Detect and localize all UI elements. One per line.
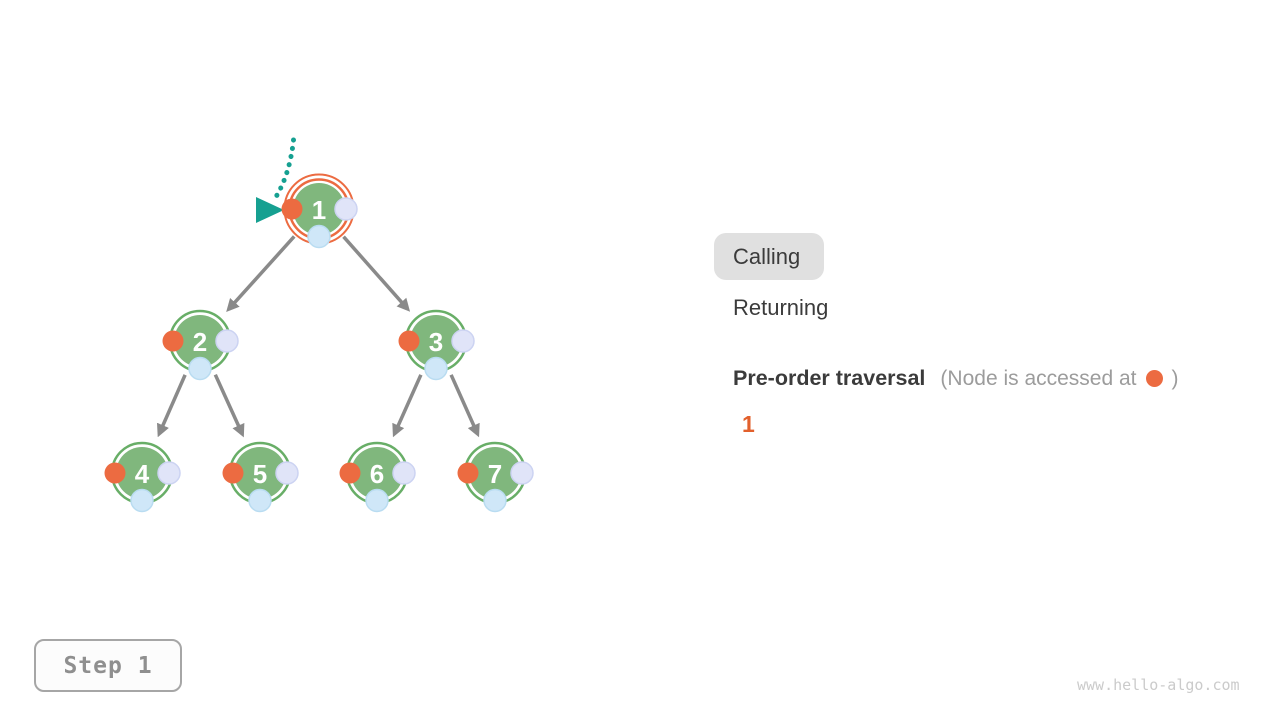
post-order-dot-icon	[365, 488, 389, 513]
tree-node-7: 7	[457, 441, 534, 513]
node-label: 6	[370, 459, 384, 489]
node-label: 7	[488, 459, 502, 489]
node-label: 5	[253, 459, 267, 489]
watermark: www.hello-algo.com	[1077, 676, 1240, 694]
access-marker-dot-icon	[1145, 370, 1163, 387]
tree-edge	[213, 373, 245, 438]
tree-node-4: 4	[104, 441, 181, 513]
tree-edge	[157, 374, 187, 438]
pre-order-dot-icon	[162, 330, 184, 352]
traversal-title: Pre-order traversal	[733, 366, 926, 390]
node-label: 1	[312, 195, 326, 225]
in-order-dot-icon	[392, 461, 416, 485]
traversal-output: 1	[742, 411, 755, 437]
tree-edge	[449, 374, 480, 438]
in-order-dot-icon	[215, 329, 239, 353]
post-order-dot-icon	[483, 488, 507, 513]
traversal-row: Pre-order traversal (Node is accessed at…	[733, 366, 1179, 391]
tree-edge	[226, 235, 296, 312]
pre-order-dot-icon	[398, 330, 420, 352]
node-label: 4	[135, 459, 150, 489]
cursor-arrowhead-icon	[256, 197, 284, 223]
in-order-dot-icon	[334, 197, 358, 221]
traversal-note-suffix: )	[1171, 366, 1179, 390]
in-order-dot-icon	[451, 329, 475, 353]
post-order-dot-icon	[248, 488, 272, 513]
step-indicator[interactable]: Step 1	[34, 639, 182, 692]
tree-node-2: 2	[162, 309, 239, 381]
post-order-dot-icon	[130, 488, 154, 513]
tree-edge	[342, 235, 411, 312]
traversal-note-prefix: (Node is accessed at	[940, 366, 1137, 390]
pre-order-dot-icon	[104, 462, 126, 484]
tree-node-1: 1	[281, 173, 358, 249]
post-order-dot-icon	[307, 224, 331, 249]
tree-edge	[392, 374, 423, 438]
pre-order-dot-icon	[457, 462, 479, 484]
node-label: 2	[193, 327, 207, 357]
tree-node-3: 3	[398, 309, 475, 381]
legend-calling[interactable]: Calling	[714, 233, 824, 280]
in-order-dot-icon	[157, 461, 181, 485]
tree-node-5: 5	[222, 441, 299, 513]
pre-order-dot-icon	[281, 198, 303, 220]
node-label: 3	[429, 327, 443, 357]
tree-node-6: 6	[339, 441, 416, 513]
in-order-dot-icon	[275, 461, 299, 485]
pre-order-dot-icon	[339, 462, 361, 484]
post-order-dot-icon	[424, 356, 448, 381]
pre-order-dot-icon	[222, 462, 244, 484]
legend-returning[interactable]: Returning	[733, 295, 829, 320]
cursor-trail-icon	[274, 137, 296, 199]
post-order-dot-icon	[188, 356, 212, 381]
in-order-dot-icon	[510, 461, 534, 485]
